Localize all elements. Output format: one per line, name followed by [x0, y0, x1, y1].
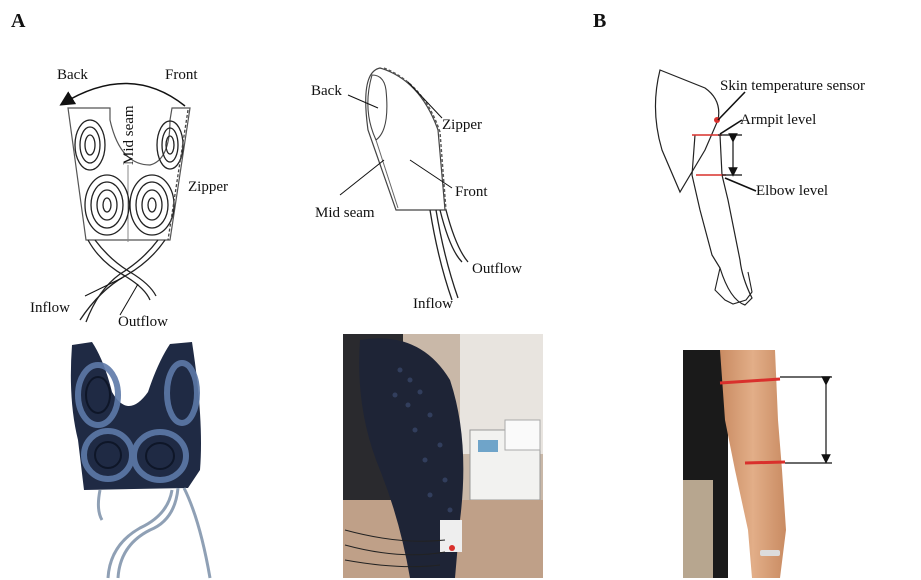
arm-photo — [683, 350, 853, 578]
pad-line-diagram: Back Front Mid seam Zipper Inflow Outflo… — [30, 67, 228, 330]
sleeve-zipper-label: Zipper — [442, 117, 482, 133]
pad-inflow-label: Inflow — [30, 300, 70, 316]
pad-photo — [58, 338, 218, 578]
pad-back-label: Back — [57, 67, 88, 83]
sleeve-back-label: Back — [311, 83, 342, 99]
arm-outline — [692, 135, 752, 305]
sleeve-photo — [343, 334, 543, 578]
sleeve-inflow-label: Inflow — [413, 296, 453, 312]
elbow-photo-line — [745, 462, 785, 463]
sleeve-outflow-label: Outflow — [472, 261, 522, 277]
skin-sensor-label: Skin temperature sensor — [720, 78, 865, 94]
pad-mid-seam-label: Mid seam — [121, 105, 137, 165]
elbow-level-label: Elbow level — [756, 183, 828, 199]
arm-shoulder-outline — [655, 70, 718, 192]
sleeve-line-diagram: Back Zipper Front Mid seam Outflow Inflo… — [311, 68, 522, 312]
arm-line-diagram: Skin temperature sensor Armpit level Elb… — [655, 70, 865, 305]
armpit-level-label: Armpit level — [740, 112, 816, 128]
pad-front-label: Front — [165, 67, 198, 83]
pad-zipper-label: Zipper — [188, 179, 228, 195]
pad-outflow-label: Outflow — [118, 314, 168, 330]
sleeve-mid-seam-label: Mid seam — [315, 205, 375, 221]
direction-arrow — [62, 83, 185, 106]
sleeve-front-label: Front — [455, 184, 488, 200]
sleeve-tubes — [430, 210, 468, 300]
